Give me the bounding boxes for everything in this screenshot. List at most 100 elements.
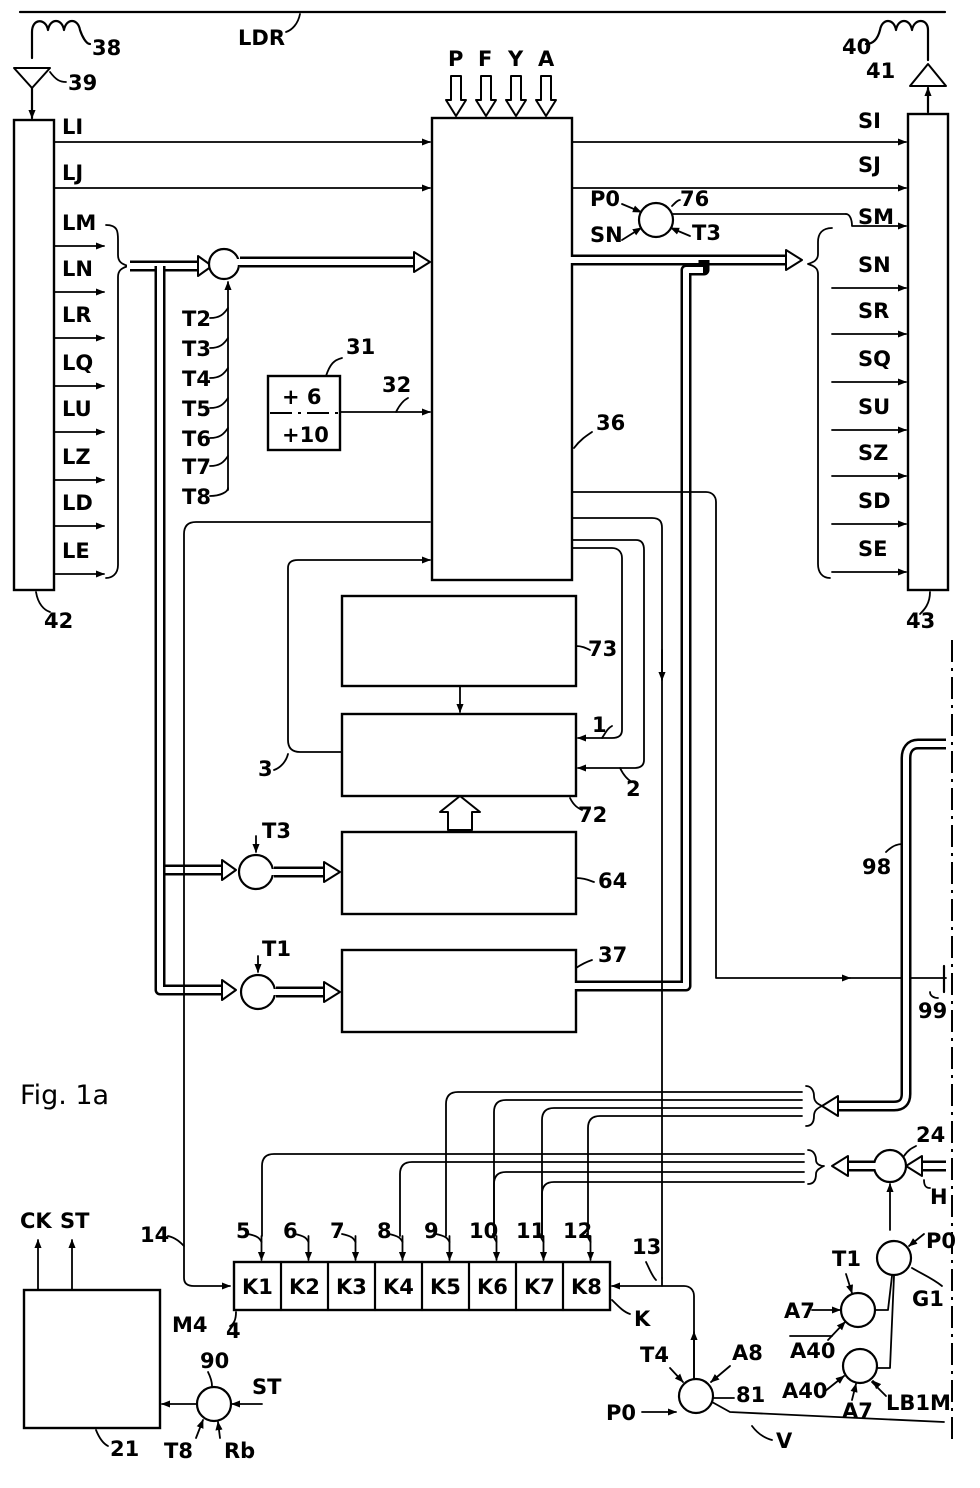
logic-g1: G1 xyxy=(912,1287,944,1311)
gate37-t1: T1 xyxy=(262,937,291,961)
gate-a40-a7 xyxy=(841,1347,879,1385)
m4-label: M4 xyxy=(172,1313,208,1337)
logic-t1: T1 xyxy=(832,1247,861,1271)
central-input-y: Y xyxy=(507,47,524,71)
key-k8: K8 xyxy=(571,1275,602,1299)
gate24-ref: 24 xyxy=(916,1123,945,1147)
lower-fan-line xyxy=(541,1181,805,1237)
coil-40-label: 40 xyxy=(842,35,871,59)
gate81-t4: T4 xyxy=(640,1343,669,1367)
central-block-36 xyxy=(430,116,574,582)
left-line-lz: LZ xyxy=(62,445,91,469)
timing-t6: T6 xyxy=(182,427,211,451)
gate-81 xyxy=(677,1377,715,1415)
key-line-8: 8 xyxy=(377,1219,392,1243)
key-k2: K2 xyxy=(289,1275,320,1299)
timing-tap xyxy=(209,455,229,467)
gate-t1-a7 xyxy=(839,1291,877,1329)
adder-top: + 6 xyxy=(282,385,322,409)
adder-line-32: 32 xyxy=(382,373,411,397)
gate76-sn: SN xyxy=(590,223,623,247)
gate-90 xyxy=(195,1385,233,1423)
timing-tap xyxy=(209,307,229,319)
timing-tap xyxy=(209,427,229,439)
receive-antenna xyxy=(13,19,92,120)
left-register-42 xyxy=(12,118,56,592)
line-14-label: 14 xyxy=(140,1223,169,1247)
lower-fan-line xyxy=(399,1161,805,1237)
upper-fan-line xyxy=(445,1091,803,1237)
line-3-label: 3 xyxy=(258,757,273,781)
keyboard-ref: K xyxy=(634,1307,651,1331)
right-line-si: SI xyxy=(858,109,881,133)
timing-t5: T5 xyxy=(182,397,211,421)
key-line-9: 9 xyxy=(424,1219,439,1243)
central-input-arrow xyxy=(475,75,497,117)
right-line-sz: SZ xyxy=(858,441,888,465)
amp-41-label: 41 xyxy=(866,59,895,83)
block73-ref: 73 xyxy=(588,637,617,661)
right-line-sm: SM xyxy=(858,205,894,229)
central-input-arrow xyxy=(535,75,557,117)
left-line-lr: LR xyxy=(62,303,92,327)
gate81-a8: A8 xyxy=(732,1341,763,1365)
block-64 xyxy=(340,830,578,916)
key-k6: K6 xyxy=(477,1275,508,1299)
right-register-43 xyxy=(906,112,950,592)
gate90-st: ST xyxy=(252,1375,282,1399)
line-99-label: 99 xyxy=(918,999,947,1023)
gate76-ref: 76 xyxy=(680,187,709,211)
right-line-sj: SJ xyxy=(858,153,881,177)
amp-39-label: 39 xyxy=(68,71,97,95)
block-21 xyxy=(22,1288,162,1430)
h-label: H xyxy=(930,1185,948,1209)
lower-fan-line xyxy=(493,1171,805,1237)
timing-tap xyxy=(209,337,229,349)
gate-76 xyxy=(637,201,675,239)
key-k5: K5 xyxy=(430,1275,461,1299)
left-line-lu: LU xyxy=(62,397,92,421)
central-block-ref: 36 xyxy=(596,411,625,435)
block37-ref: 37 xyxy=(598,943,627,967)
line-1-label: 1 xyxy=(592,713,607,737)
gate-ln-t xyxy=(207,247,241,281)
key-line-11: 11 xyxy=(516,1219,545,1243)
bus-98-label: 98 xyxy=(862,855,891,879)
figure-caption: Fig. 1a xyxy=(20,1080,109,1111)
left-line-lj: LJ xyxy=(62,161,83,185)
logic-a7a: A7 xyxy=(784,1299,815,1323)
right-line-su: SU xyxy=(858,395,890,419)
logic-a40bar: A40 xyxy=(790,1339,835,1363)
gate-64-input xyxy=(237,853,275,891)
block-37 xyxy=(340,948,578,1034)
key-line-leader xyxy=(492,1233,498,1243)
left-line-lm: LM xyxy=(62,211,96,235)
gate90-ref: 90 xyxy=(200,1349,229,1373)
timing-t3: T3 xyxy=(182,337,211,361)
left-line-lq: LQ xyxy=(62,351,93,375)
line-2-label: 2 xyxy=(626,777,641,801)
key-line-leader xyxy=(388,1233,404,1243)
block21-st: ST xyxy=(60,1209,90,1233)
block64-ref: 64 xyxy=(598,869,627,893)
gate81-ref: 81 xyxy=(736,1383,765,1407)
ldr-label: LDR xyxy=(238,26,285,50)
gate90-t8: T8 xyxy=(164,1439,193,1463)
central-input-p: P xyxy=(448,47,463,71)
right-line-sn: SN xyxy=(858,253,891,277)
central-input-f: F xyxy=(478,47,492,71)
key-line-5: 5 xyxy=(236,1219,251,1243)
gate64-t3: T3 xyxy=(262,819,291,843)
key-line-leader xyxy=(539,1233,545,1243)
logic-a40: A40 xyxy=(782,1379,827,1403)
upper-fan-line xyxy=(587,1115,803,1237)
timing-tap xyxy=(209,367,229,379)
lower-fan-line xyxy=(261,1153,805,1237)
key-line-leader xyxy=(435,1233,451,1243)
adder-bottom: +10 xyxy=(282,423,329,447)
gate90-rb: Rb xyxy=(224,1439,255,1463)
timing-t2: T2 xyxy=(182,307,211,331)
gate81-v: V xyxy=(776,1429,793,1453)
right-line-sq: SQ xyxy=(858,347,891,371)
